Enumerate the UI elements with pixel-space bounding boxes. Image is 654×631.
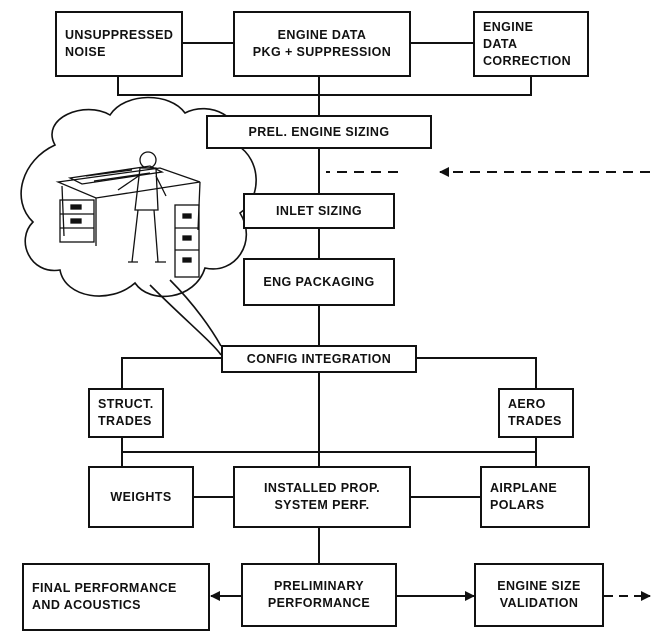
prel-engine-sizing-box: PREL. ENGINE SIZING: [206, 115, 432, 149]
engine-data-correction-box: ENGINE DATA CORRECTION: [473, 11, 589, 77]
box-label: INSTALLED PROP.: [264, 481, 380, 495]
box-label: WEIGHTS: [110, 489, 172, 504]
box-label: PERFORMANCE: [267, 596, 371, 610]
box-label: VALIDATION: [499, 596, 579, 610]
aero-trades-box: AERO TRADES: [498, 388, 574, 438]
box-label: POLARS: [490, 498, 545, 512]
box-label: ENG PACKAGING: [263, 274, 375, 289]
box-label: FINAL PERFORMANCE: [32, 581, 177, 595]
final-performance-box: FINAL PERFORMANCE AND ACOUSTICS: [22, 563, 210, 631]
box-label: CORRECTION: [483, 53, 572, 68]
preliminary-performance-box: PRELIMINARY PERFORMANCE: [241, 563, 397, 627]
box-label: INLET SIZING: [275, 203, 363, 218]
eng-packaging-box: ENG PACKAGING: [243, 258, 395, 306]
engine-size-validation-box: ENGINE SIZE VALIDATION: [474, 563, 604, 627]
engineer-thought-bubble-illustration: [20, 96, 257, 356]
engine-data-pkg-box: ENGINE DATA PKG + SUPPRESSION: [233, 11, 411, 77]
box-label: TRADES: [508, 414, 562, 428]
box-label: TRADES: [98, 414, 152, 428]
box-label: PREL. ENGINE SIZING: [248, 124, 390, 139]
box-label: PKG + SUPPRESSION: [252, 45, 392, 59]
box-label: STRUCT.: [98, 397, 154, 411]
box-label: AIRPLANE: [490, 481, 558, 495]
box-label: SYSTEM PERF.: [274, 498, 370, 512]
box-label: ENGINE: [483, 19, 534, 34]
box-label: AND ACOUSTICS: [32, 598, 141, 612]
config-integration-box: CONFIG INTEGRATION: [221, 345, 417, 373]
installed-prop-box: INSTALLED PROP. SYSTEM PERF.: [233, 466, 411, 528]
box-label: DATA: [483, 36, 518, 51]
struct-trades-box: STRUCT. TRADES: [88, 388, 164, 438]
airplane-polars-box: AIRPLANE POLARS: [480, 466, 590, 528]
inlet-sizing-box: INLET SIZING: [243, 193, 395, 229]
box-label: UNSUPPRESSED: [65, 28, 174, 42]
box-label: CONFIG INTEGRATION: [246, 351, 392, 366]
unsuppressed-noise-box: UNSUPPRESSED NOISE: [55, 11, 183, 77]
weights-box: WEIGHTS: [88, 466, 194, 528]
box-label: NOISE: [65, 45, 106, 59]
box-label: ENGINE DATA: [277, 28, 367, 42]
box-label: ENGINE SIZE: [497, 579, 581, 593]
box-label: AERO: [508, 397, 546, 411]
box-label: PRELIMINARY: [273, 579, 365, 593]
